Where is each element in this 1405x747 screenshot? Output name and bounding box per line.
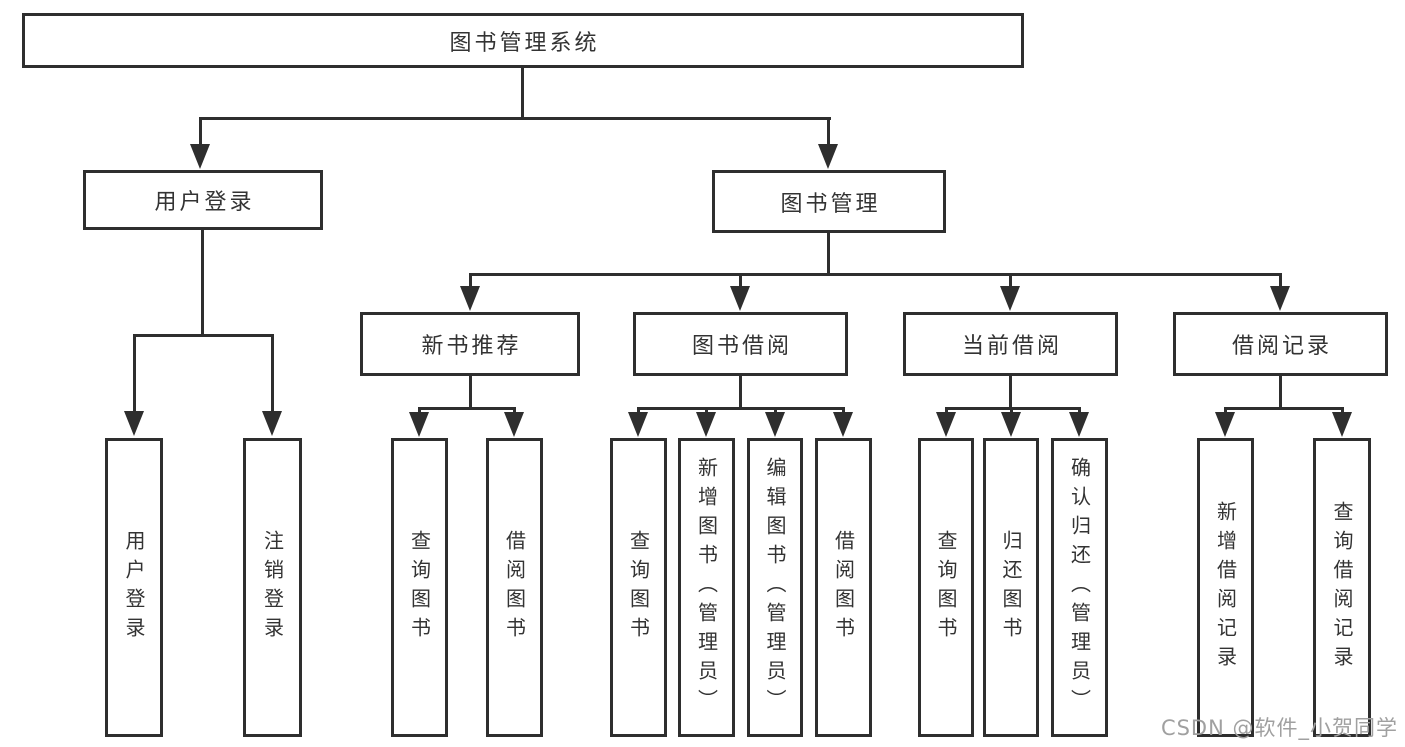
leaf-user-login-label: 用户登录: [122, 529, 146, 646]
node-current-borrow: 当前借阅: [903, 312, 1118, 376]
arrow-down-icon: [124, 411, 144, 436]
arrow-down-icon: [504, 412, 524, 437]
node-borrow-record-label: 借阅记录: [1231, 334, 1332, 359]
connector-line: [1279, 273, 1282, 287]
leaf-query-book-2: 查询图书: [610, 438, 667, 737]
edge-bookmgmt-stub: [827, 233, 830, 273]
node-book-borrow-label: 图书借阅: [691, 334, 792, 359]
leaf-query-book-1: 查询图书: [391, 438, 448, 737]
arrow-down-icon: [409, 412, 429, 437]
connector-line: [945, 407, 1081, 410]
leaf-query-borrow-record: 查询借阅记录: [1313, 438, 1371, 737]
connector-line: [133, 334, 136, 412]
edge-root-stub: [521, 68, 524, 117]
node-user-login-label: 用户登录: [154, 190, 255, 215]
leaf-query-borrow-record-label: 查询借阅记录: [1330, 500, 1354, 675]
arrow-down-icon: [696, 412, 716, 437]
csdn-watermark: CSDN @软件_小贺同学: [1160, 716, 1398, 740]
connector-line: [271, 334, 274, 412]
edge-userlogin-hline: [133, 334, 274, 337]
connector-line: [739, 273, 742, 287]
leaf-return-book: 归还图书: [983, 438, 1039, 737]
connector-line: [1224, 407, 1344, 410]
leaf-query-book-2-label: 查询图书: [626, 529, 651, 646]
arrow-down-icon: [765, 412, 785, 437]
connector-line: [1010, 407, 1013, 415]
leaf-logout: 注销登录: [243, 438, 302, 737]
node-book-management: 图书管理: [712, 170, 946, 233]
connector-line: [637, 407, 845, 410]
connector-line: [418, 407, 516, 410]
connector-line: [827, 117, 830, 145]
arrow-down-icon: [936, 412, 956, 437]
node-user-login: 用户登录: [83, 170, 323, 230]
leaf-logout-label: 注销登录: [260, 529, 285, 646]
connector-line: [945, 407, 948, 415]
arrow-down-icon: [628, 412, 648, 437]
node-new-book-recommend-label: 新书推荐: [421, 334, 522, 359]
connector-line: [637, 407, 640, 415]
leaf-add-book-admin: 新增图书（管理员）: [678, 438, 735, 737]
node-new-book-recommend: 新书推荐: [360, 312, 580, 376]
leaf-borrow-book-2: 借阅图书: [815, 438, 872, 737]
edge-level2-hline: [199, 117, 831, 120]
leaf-confirm-return-admin-label: 确认归还（管理员）: [1067, 457, 1092, 718]
leaf-borrow-book-1-label: 借阅图书: [502, 529, 527, 646]
arrow-down-icon: [262, 411, 282, 436]
connector-line: [469, 273, 472, 287]
arrow-down-icon: [833, 412, 853, 437]
arrow-down-icon: [818, 144, 838, 169]
connector-line: [513, 407, 516, 415]
leaf-add-borrow-record-label: 新增借阅记录: [1213, 500, 1238, 675]
leaf-user-login: 用户登录: [105, 438, 163, 737]
connector-line: [739, 376, 742, 407]
leaf-query-book-3: 查询图书: [918, 438, 974, 737]
connector-line: [774, 407, 777, 415]
connector-line: [469, 376, 472, 407]
node-borrow-record: 借阅记录: [1173, 312, 1388, 376]
connector-line: [418, 407, 421, 415]
node-root-label: 图书管理系统: [449, 30, 600, 56]
arrow-down-icon: [190, 144, 210, 169]
leaf-add-book-admin-label: 新增图书（管理员）: [694, 457, 719, 718]
arrow-down-icon: [1001, 412, 1021, 437]
connector-line: [1224, 407, 1227, 415]
leaf-edit-book-admin-label: 编辑图书（管理员）: [763, 457, 787, 718]
connector-line: [1009, 273, 1012, 287]
leaf-add-borrow-record: 新增借阅记录: [1197, 438, 1254, 737]
arrow-down-icon: [1215, 412, 1235, 437]
leaf-query-book-3-label: 查询图书: [934, 529, 958, 646]
node-book-borrow: 图书借阅: [633, 312, 848, 376]
connector-line: [1341, 407, 1344, 415]
leaf-borrow-book-1: 借阅图书: [486, 438, 543, 737]
leaf-confirm-return-admin: 确认归还（管理员）: [1051, 438, 1108, 737]
arrow-down-icon: [730, 286, 750, 311]
connector-line: [199, 117, 202, 145]
node-root: 图书管理系统: [22, 13, 1024, 68]
connector-line: [1279, 376, 1282, 407]
arrow-down-icon: [1000, 286, 1020, 311]
arrow-down-icon: [1270, 286, 1290, 311]
node-current-borrow-label: 当前借阅: [961, 334, 1062, 359]
connector-line: [842, 407, 845, 415]
connector-line: [1009, 376, 1012, 407]
edge-userlogin-stub: [201, 230, 204, 334]
leaf-query-book-1-label: 查询图书: [407, 529, 432, 646]
arrow-down-icon: [1069, 412, 1089, 437]
arrow-down-icon: [460, 286, 480, 311]
leaf-edit-book-admin: 编辑图书（管理员）: [747, 438, 803, 737]
connector-line: [705, 407, 708, 415]
arrow-down-icon: [1332, 412, 1352, 437]
leaf-borrow-book-2-label: 借阅图书: [831, 529, 856, 646]
connector-line: [1078, 407, 1081, 415]
node-book-management-label: 图书管理: [780, 191, 881, 217]
edge-level3-hline: [469, 273, 1282, 276]
leaf-return-book-label: 归还图书: [999, 529, 1023, 646]
